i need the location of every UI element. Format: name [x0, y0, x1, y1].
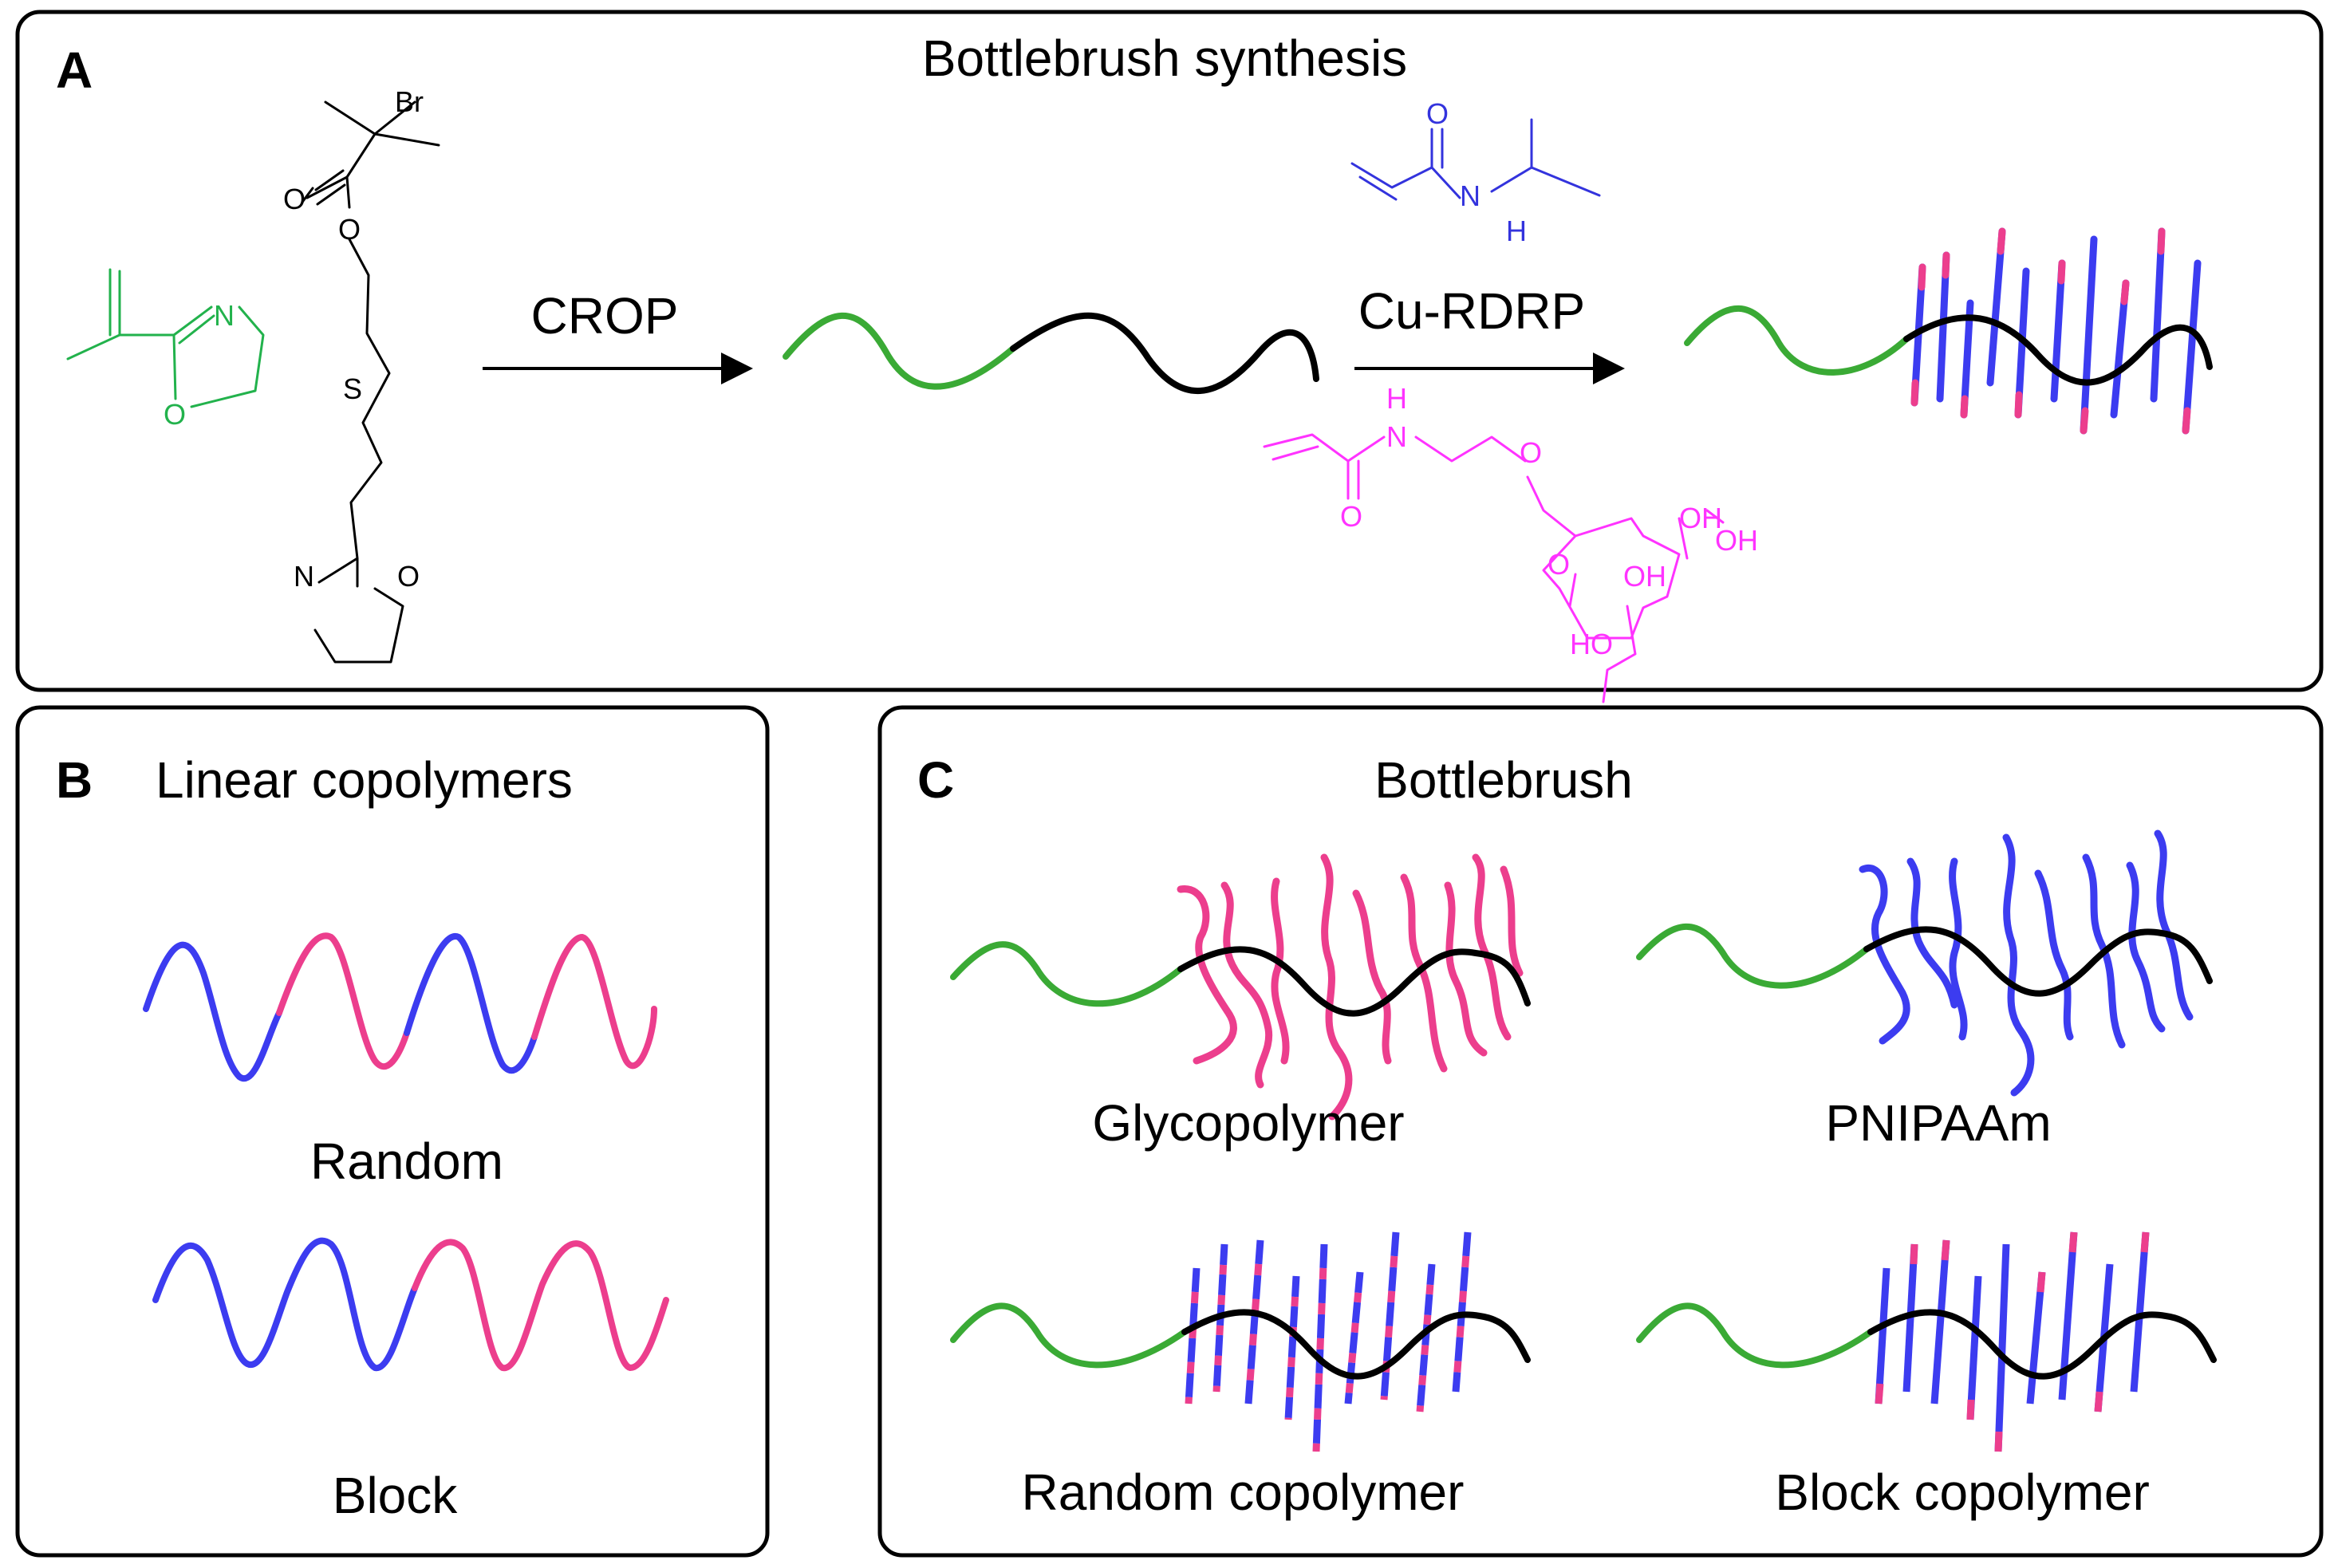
glycopolymer-brush: [950, 853, 1531, 1121]
panel-c-title: Bottlebrush: [1374, 751, 1633, 809]
macroinitiator-chain: [783, 312, 1319, 395]
hydroxyl-2: OH: [1715, 524, 1758, 557]
block-copolymer-brush: [1636, 1231, 2217, 1452]
ring-oxygen-atom: O: [397, 560, 420, 593]
carbonyl-oxygen-atom: O: [283, 183, 306, 215]
nitrogen-atom: N: [214, 299, 235, 332]
panel-a: A Bottlebrush synthesis N O Br O O S N O…: [15, 10, 2324, 703]
glycopolymer-label: Glycopolymer: [1092, 1094, 1404, 1152]
panel-c-letter: C: [917, 751, 954, 809]
glycomonomer-structure: H N O O O OH OH OH HO: [1263, 382, 1758, 703]
random-copolymer-brush: [950, 1231, 1531, 1452]
bromine-atom: Br: [395, 85, 424, 118]
panel-a-letter: A: [56, 41, 93, 99]
glyco-hydrogen-atom: H: [1386, 382, 1407, 415]
oxygen-atom: O: [164, 398, 186, 431]
black-block: [1010, 312, 1319, 395]
product-bottlebrush: [1684, 227, 2213, 435]
random-label: Random: [310, 1133, 503, 1190]
hydroxyl-4: HO: [1570, 628, 1613, 660]
glyco-ring-oxygen-atom: O: [1547, 548, 1570, 581]
crop-label: CROP: [531, 287, 679, 345]
hydroxyl-1: OH: [1679, 502, 1722, 534]
green-block: [1684, 305, 1910, 376]
black-block: [1903, 314, 2213, 386]
panel-b-title: Linear copolymers: [156, 751, 573, 809]
cu-rdrp-label: Cu-RDRP: [1358, 282, 1585, 340]
glyco-amide-oxygen-atom: O: [1340, 500, 1362, 533]
panel-c: C Bottlebrush Glycopolymer: [877, 705, 2324, 1558]
pnipaam-label: PNIPAAm: [1825, 1094, 2051, 1152]
ester-oxygen-atom: O: [338, 213, 361, 246]
panel-a-frame: [15, 10, 2324, 692]
nipam-structure: O N H: [1350, 97, 1601, 247]
panel-b-letter: B: [56, 751, 93, 809]
nipam-nitrogen-atom: N: [1460, 179, 1480, 212]
random-copolymer-label: Random copolymer: [1022, 1464, 1465, 1521]
green-block: [783, 312, 1016, 390]
glyco-ether-oxygen-atom: O: [1520, 436, 1542, 469]
nipam-oxygen-atom: O: [1426, 97, 1449, 130]
panel-b: B Linear copolymers Random Block: [15, 705, 770, 1558]
block-copolymer-label: Block copolymer: [1775, 1464, 2150, 1521]
nipam-hydrogen-atom: H: [1506, 215, 1527, 247]
random-linear-copolymer: [143, 932, 657, 1082]
block-label: Block: [333, 1467, 459, 1524]
panel-a-title: Bottlebrush synthesis: [922, 30, 1407, 87]
pnipaam-brush: [1636, 829, 2213, 1097]
glyco-nitrogen-atom: N: [1386, 420, 1407, 453]
panel-b-frame: [15, 705, 770, 1558]
hydroxyl-3: OH: [1623, 560, 1666, 593]
block-linear-copolymer: [152, 1237, 669, 1372]
sulfur-atom: S: [343, 372, 362, 405]
ring-nitrogen-atom: N: [294, 560, 314, 593]
initiator-structure: Br O O S N O: [283, 85, 440, 664]
isopropenyl-oxazoline-structure: N O: [66, 268, 265, 431]
